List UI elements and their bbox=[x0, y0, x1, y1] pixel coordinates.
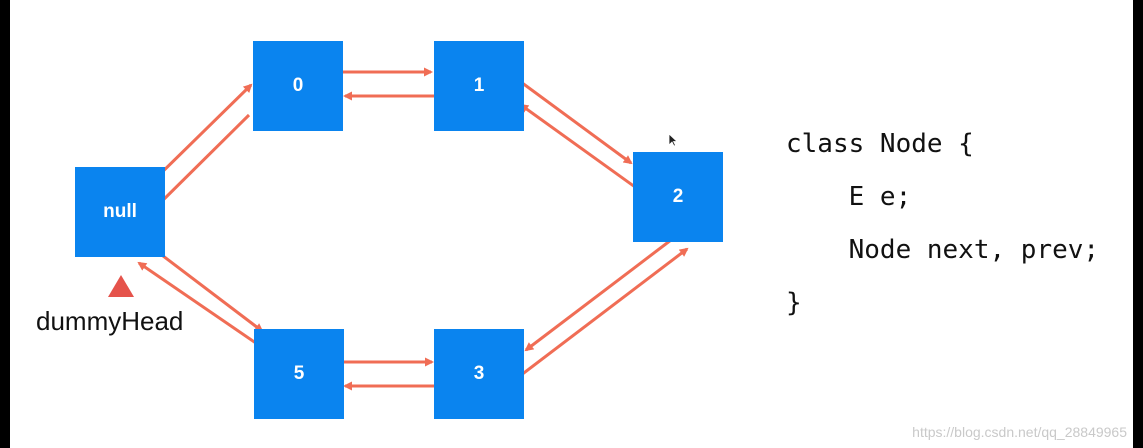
mouse-cursor-icon bbox=[668, 133, 678, 147]
arrow-5-to-null bbox=[137, 261, 270, 354]
node-label: null bbox=[103, 201, 137, 222]
arrow-null-to-0 bbox=[149, 83, 253, 185]
code-line: class Node { bbox=[786, 129, 974, 159]
node-5: 5 bbox=[254, 329, 344, 419]
code-line: } bbox=[786, 288, 802, 318]
node-1: 1 bbox=[434, 41, 524, 131]
arrow-3-to-2 bbox=[511, 247, 689, 384]
arrow-2-to-3 bbox=[524, 235, 676, 352]
code-line: E e; bbox=[786, 182, 912, 212]
arrow-0-to-null bbox=[148, 113, 251, 215]
code-block: class Node { E e; Node next, prev; } bbox=[786, 118, 1099, 330]
arrow-1-to-2 bbox=[509, 72, 633, 165]
node-label: 2 bbox=[672, 186, 684, 207]
node-null: null bbox=[75, 167, 165, 257]
node-label: 0 bbox=[292, 75, 304, 96]
code-line: Node next, prev; bbox=[786, 235, 1100, 265]
node-2: 2 bbox=[633, 152, 723, 242]
node-label: 3 bbox=[473, 363, 485, 384]
head-pointer-label: dummyHead bbox=[36, 306, 184, 336]
node-label: 5 bbox=[293, 363, 305, 384]
node-label: 1 bbox=[473, 75, 485, 96]
watermark: https://blog.csdn.net/qq_28849965 bbox=[912, 424, 1127, 440]
arrow-2-to-1 bbox=[519, 103, 643, 194]
node-0: 0 bbox=[253, 41, 343, 131]
node-3: 3 bbox=[434, 329, 524, 419]
head-pointer-triangle-icon bbox=[108, 275, 134, 297]
slide-area bbox=[10, 0, 1133, 448]
